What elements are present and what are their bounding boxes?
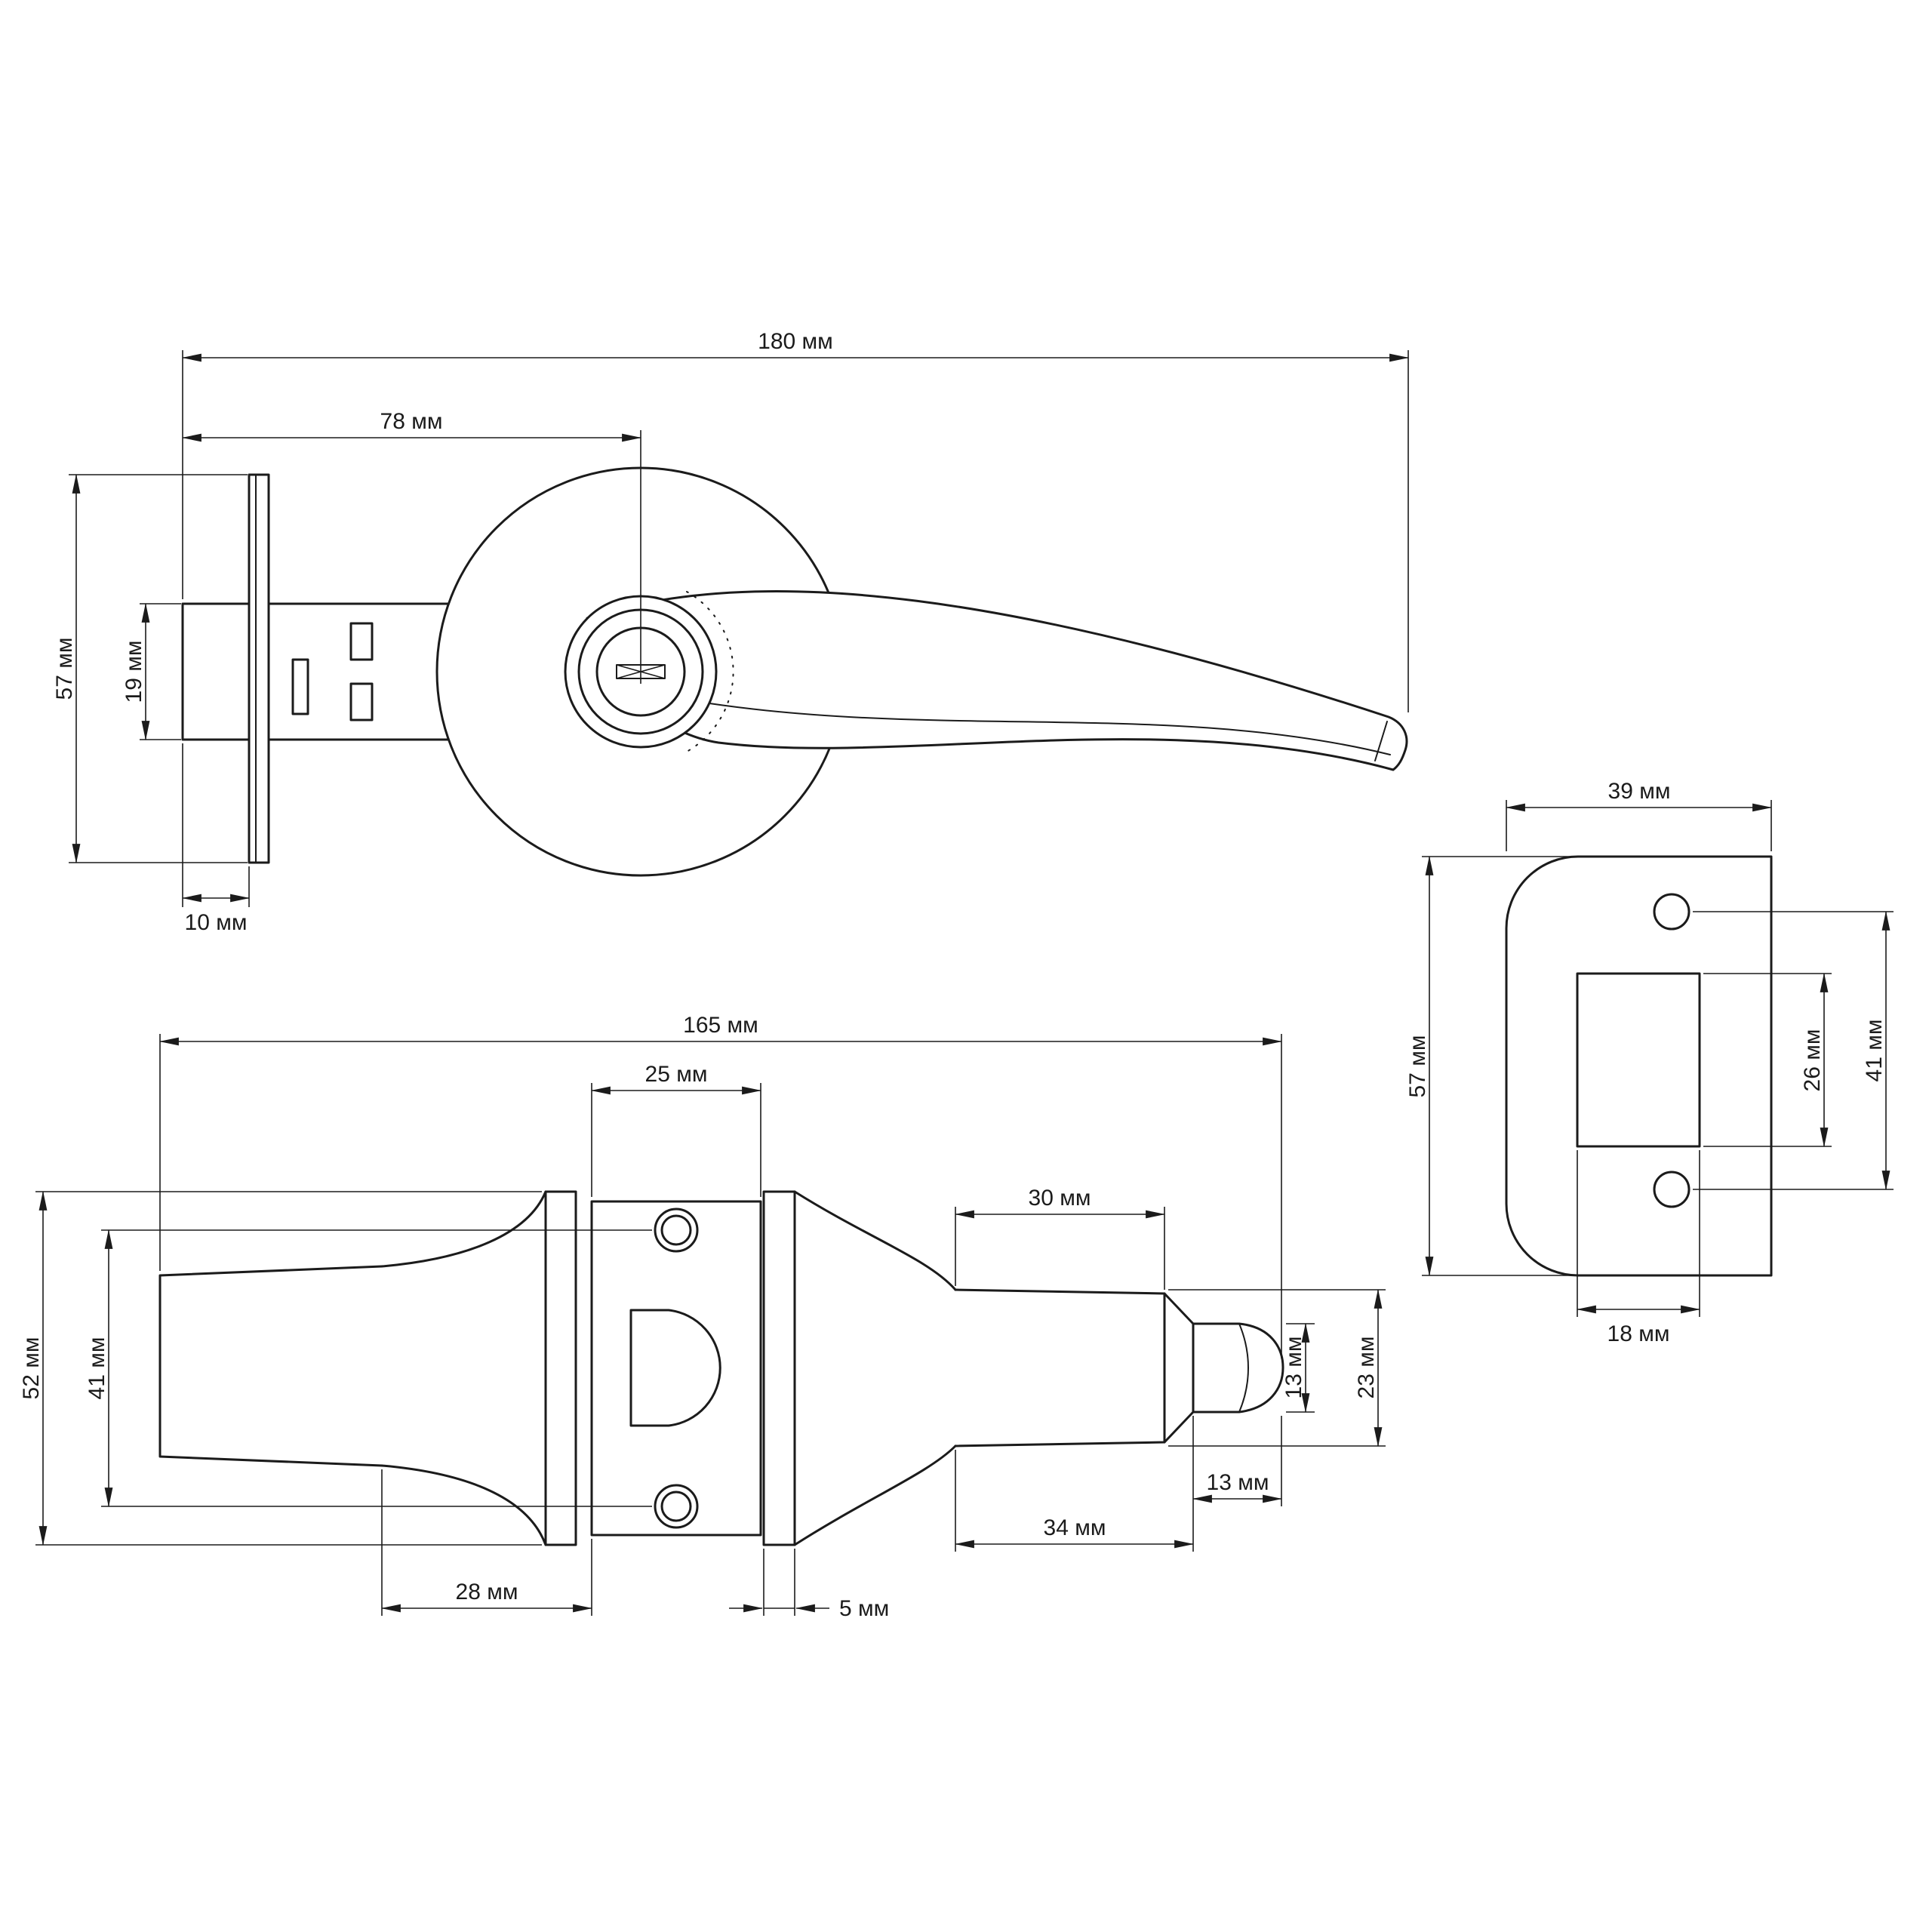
dim-cutout-height: 26 мм — [1703, 972, 1832, 1148]
dim-bolt-protrusion: 10 мм — [181, 743, 251, 935]
sleeve-bevel-bottom — [1163, 1411, 1195, 1444]
dim-label-rose-depth: 28 мм — [456, 1580, 518, 1604]
lever-tip-facet — [1374, 721, 1388, 761]
strike-plate-outline — [1505, 855, 1773, 1277]
dim-strike-screw-spacing: 41 мм — [1693, 910, 1894, 1191]
spindle-neck — [158, 1265, 383, 1467]
body-window-top — [349, 622, 374, 661]
dim-label-cutout-width: 18 мм — [1607, 1321, 1670, 1346]
dim-total-length-top: 180 мм — [181, 329, 1410, 712]
dim-label-bolt-face-height: 13 мм — [1281, 1337, 1306, 1399]
latch-bolt-side — [1192, 1322, 1284, 1414]
strike-screw-hole-bottom — [1653, 1171, 1690, 1208]
screw-hole-bottom — [654, 1484, 699, 1529]
dim-label-total-length-top: 180 мм — [758, 329, 833, 354]
dim-label-sleeve-height: 23 мм — [1354, 1337, 1379, 1399]
dim-label-sleeve-length: 30 мм — [1029, 1186, 1091, 1211]
dim-overall-height: 52 мм — [19, 1190, 542, 1546]
right-flare-top — [793, 1190, 957, 1291]
dim-label-faceplate-height: 57 мм — [52, 638, 77, 700]
dim-label-strike-width: 39 мм — [1608, 779, 1671, 804]
chassis — [590, 1200, 762, 1537]
dim-chassis-width: 25 мм — [590, 1062, 762, 1197]
dim-backset-to-center: 78 мм — [181, 409, 642, 684]
latch-bolt-face-line — [1238, 1323, 1249, 1413]
dim-faceplate-height: 57 мм — [52, 473, 248, 864]
screw-hole-top — [654, 1208, 699, 1253]
dim-bolt-height: 19 мм — [122, 602, 181, 741]
dim-label-strike-height: 57 мм — [1405, 1035, 1430, 1098]
dim-tail-length: 34 мм — [954, 1450, 1195, 1552]
dim-bolt-face-height: 13 мм — [1281, 1322, 1315, 1414]
dim-label-backset: 78 мм — [380, 409, 443, 434]
dim-label-bolt-length: 13 мм — [1207, 1470, 1269, 1495]
dim-label-cutout-height: 26 мм — [1800, 1029, 1825, 1092]
right-flare-bottom — [793, 1444, 957, 1546]
dim-total-length-side: 165 мм — [158, 1013, 1283, 1358]
left-flare-bottom — [380, 1464, 547, 1546]
dim-label-strike-screw-spacing: 41 мм — [1862, 1020, 1887, 1082]
strike-screw-hole-top — [1653, 893, 1690, 931]
strike-plate-view: 39 мм 57 мм 41 мм 26 мм 18 мм — [1405, 779, 1894, 1346]
lever-crease — [709, 703, 1391, 755]
dim-plate-thickness: 5 мм — [729, 1549, 889, 1621]
dim-rose-depth: 28 мм — [380, 1469, 593, 1616]
body-slot — [291, 658, 309, 715]
lever-top-view: 180 мм 78 мм 57 мм 19 мм 10 мм — [52, 329, 1410, 935]
dim-label-total-length-side: 165 мм — [683, 1013, 758, 1038]
lever-handle — [586, 590, 1408, 771]
dim-label-tail-length: 34 мм — [1044, 1515, 1106, 1540]
screw-hole-bottom-inner — [660, 1491, 692, 1522]
dim-strike-height: 57 мм — [1405, 855, 1574, 1277]
sleeve-bevel-top — [1163, 1292, 1195, 1325]
lock-body — [267, 602, 450, 741]
dim-label-plate-thickness: 5 мм — [839, 1596, 889, 1621]
dim-screw-spacing-side: 41 мм — [85, 1229, 652, 1508]
hidden-edge-arc — [686, 591, 734, 752]
rose-plate-left — [544, 1190, 577, 1546]
dim-label-screw-spacing-side: 41 мм — [85, 1337, 109, 1400]
dim-strike-width: 39 мм — [1505, 779, 1773, 851]
dim-bolt-length: 13 мм — [1192, 1416, 1283, 1552]
dim-sleeve-length: 30 мм — [954, 1186, 1166, 1290]
dim-label-overall-height: 52 мм — [19, 1337, 44, 1400]
latch-sleeve — [954, 1288, 1166, 1447]
screw-hole-top-inner — [660, 1214, 692, 1246]
rose-plate-right — [762, 1190, 796, 1546]
latch-side-view: 165 мм 25 мм 52 мм 41 мм 30 мм — [19, 1013, 1386, 1621]
strike-cutout — [1576, 972, 1701, 1148]
dim-label-bolt-height: 19 мм — [122, 641, 146, 703]
dim-sleeve-height: 23 мм — [1168, 1288, 1386, 1447]
dim-label-bolt-protrusion: 10 мм — [185, 910, 248, 935]
dim-label-chassis-width: 25 мм — [645, 1062, 708, 1087]
dim-cutout-width: 18 мм — [1576, 1150, 1701, 1346]
left-flare-top — [380, 1190, 547, 1268]
latch-cam — [629, 1309, 721, 1427]
body-window-bottom — [349, 682, 374, 721]
